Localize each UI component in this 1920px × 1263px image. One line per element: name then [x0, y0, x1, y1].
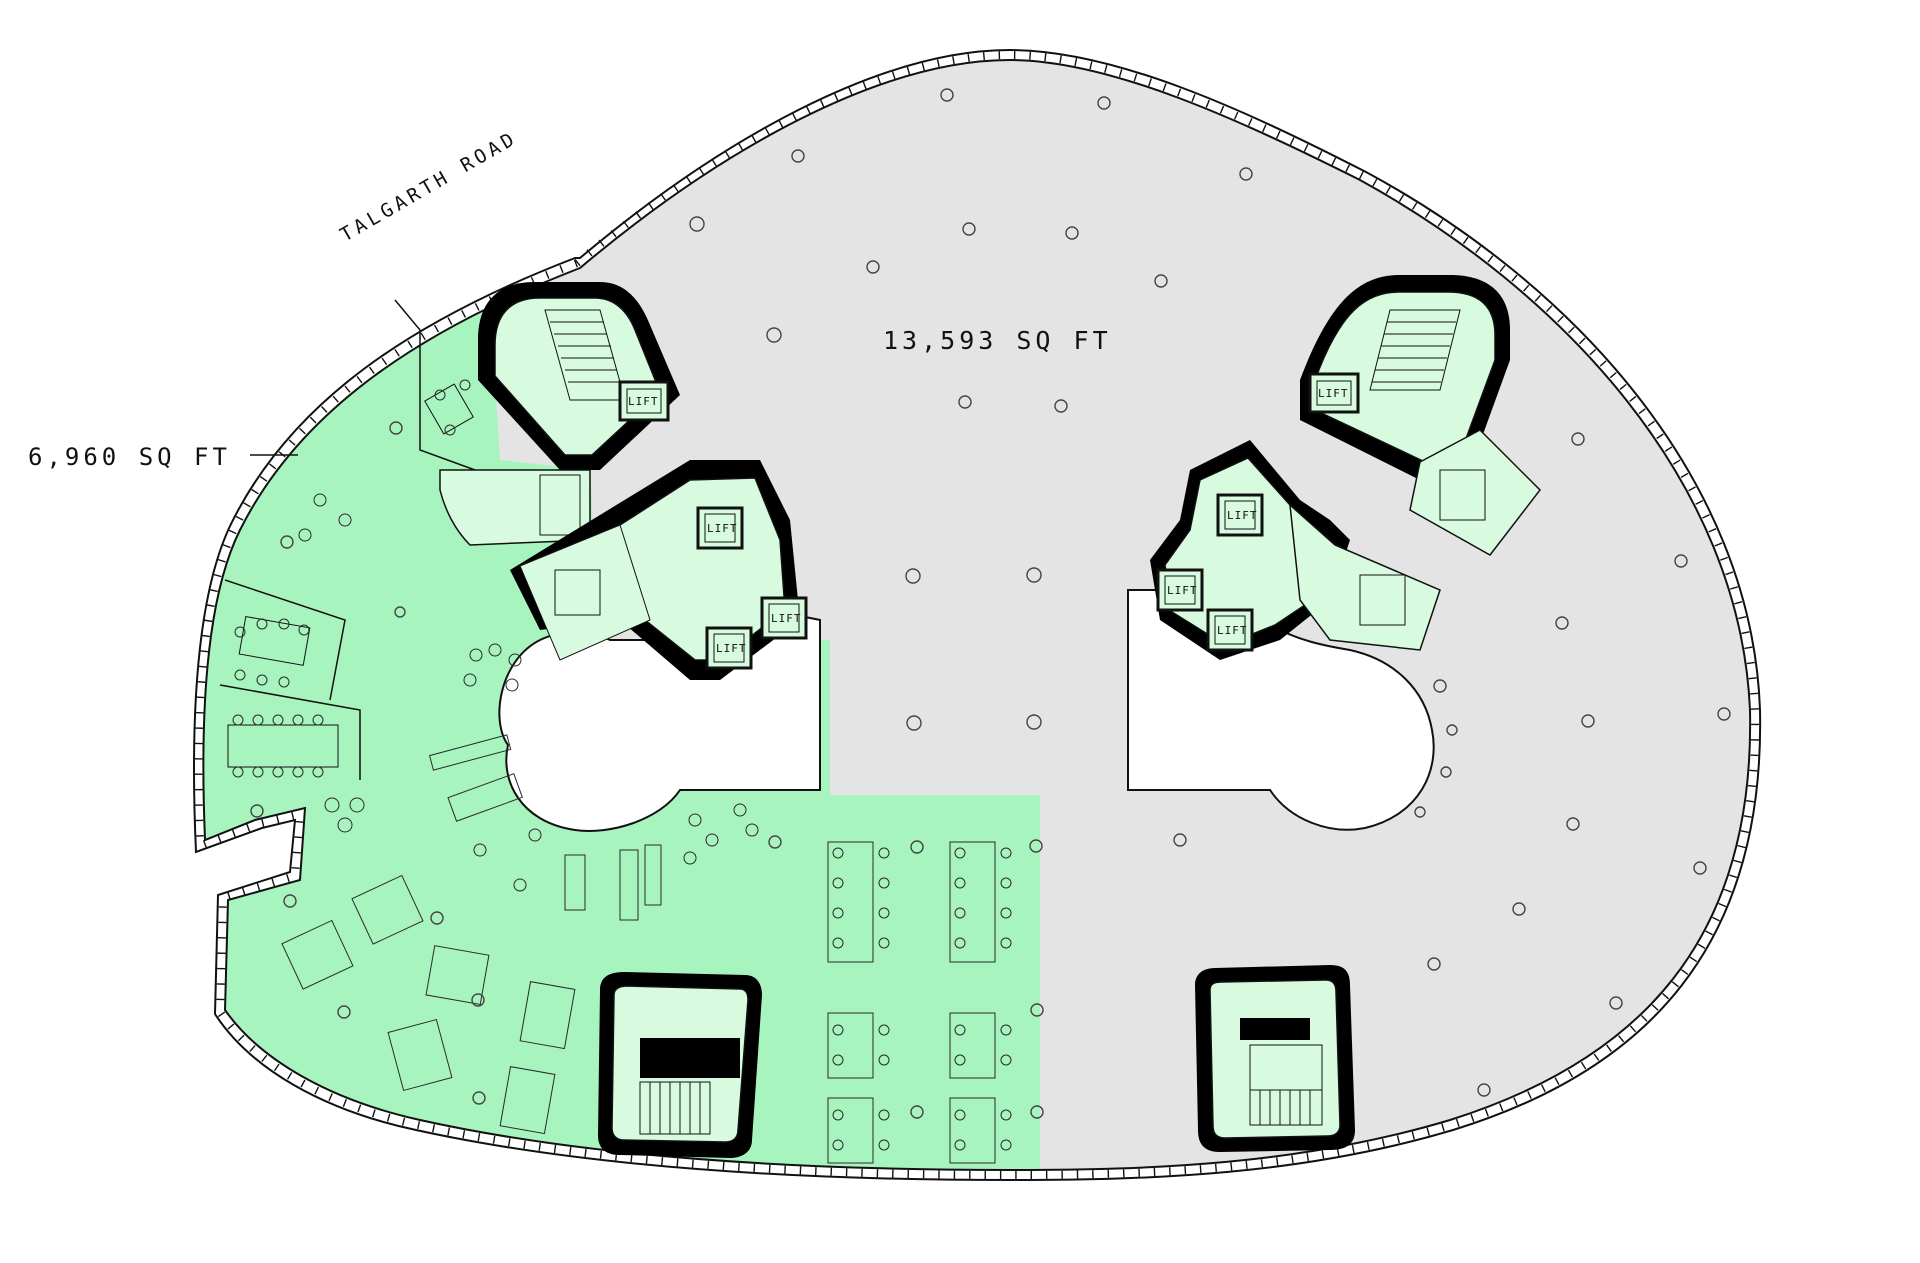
lift-label-cr3: LIFT — [1217, 624, 1248, 637]
lift-label-cl2: LIFT — [771, 612, 802, 625]
structural-columns — [250, 88, 1731, 1119]
building-facade — [192, 48, 1762, 1182]
road-label: TALGARTH ROAD — [337, 127, 522, 246]
workstations — [281, 734, 996, 1164]
core-top-left: LIFT — [439, 282, 680, 546]
core-top-right: LIFT — [1300, 275, 1541, 556]
lift-label-cr1: LIFT — [1227, 509, 1258, 522]
core-center-left: LIFT LIFT LIFT — [510, 460, 808, 680]
core-center-right: LIFT LIFT LIFT — [1150, 440, 1441, 660]
atrium-void-right — [1127, 589, 1435, 831]
core-bottom-left — [598, 972, 762, 1158]
lift-label-cl1: LIFT — [707, 522, 738, 535]
chairs — [232, 379, 1012, 1151]
green-area-label: 6,960 SQ FT — [28, 443, 231, 471]
core-bottom-right — [1195, 965, 1355, 1152]
lift-label-tl: LIFT — [628, 395, 659, 408]
lift-label-tr: LIFT — [1318, 387, 1349, 400]
lift-label-cr2: LIFT — [1167, 584, 1198, 597]
lift-label-cl3: LIFT — [716, 642, 747, 655]
meeting-rooms — [219, 299, 476, 780]
grey-area-label: 13,593 SQ FT — [883, 326, 1112, 355]
